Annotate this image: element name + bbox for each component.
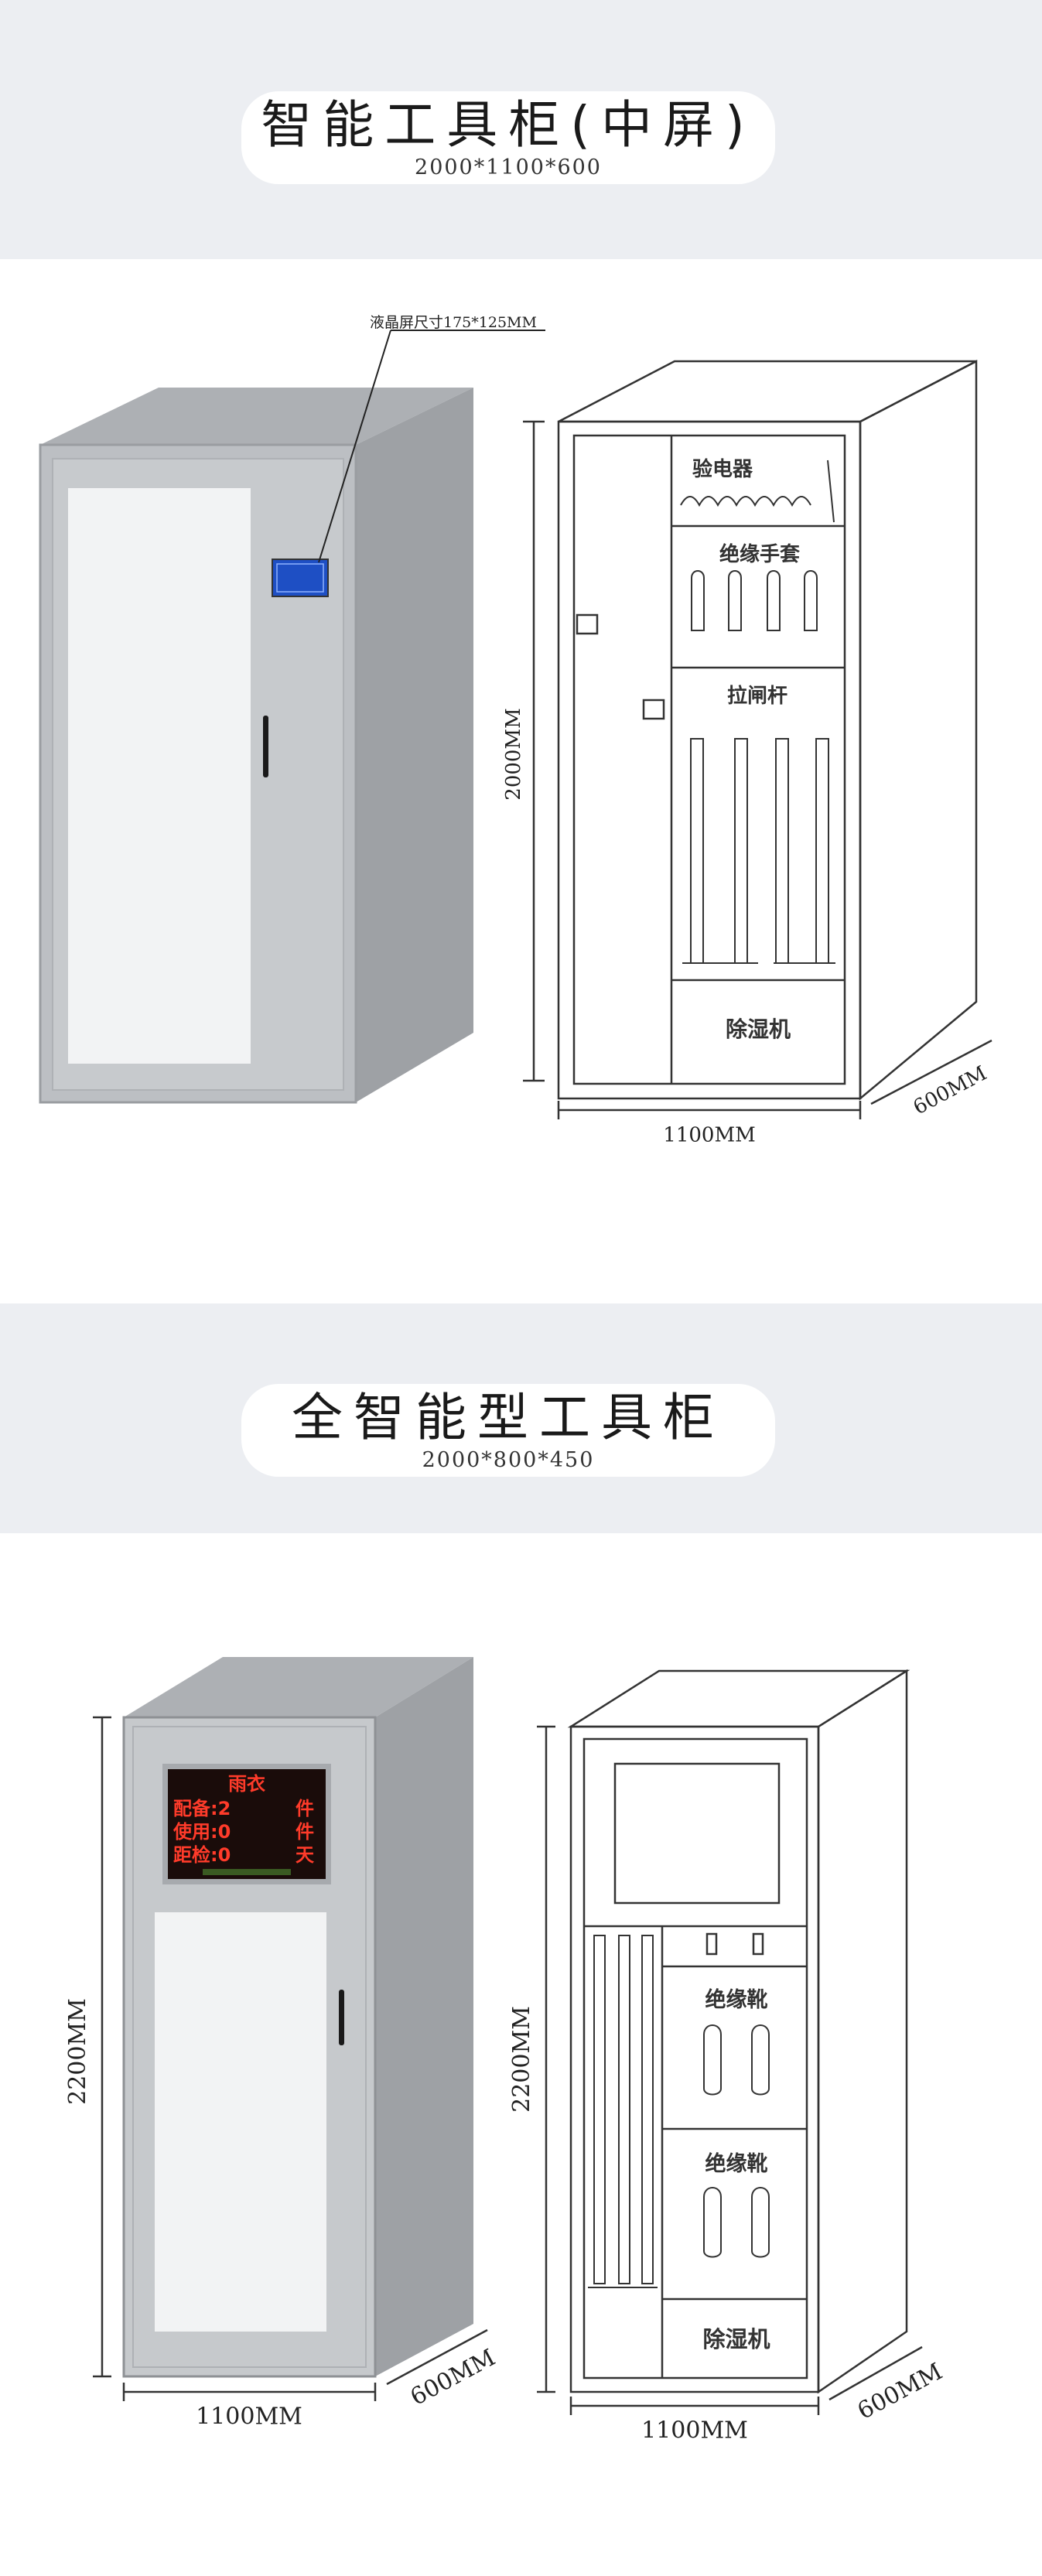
- led-unit-3: 天: [296, 1844, 314, 1866]
- cabinet-handle: [339, 1990, 344, 2045]
- boots-icon-1: [703, 2024, 770, 2096]
- section2-size: 2000*800*450: [422, 1448, 595, 1472]
- boots-icon-2: [703, 2187, 770, 2258]
- outline-side: [859, 359, 978, 1101]
- section1-cabinet-line-drawing: [523, 359, 992, 1119]
- width-label: 1100MM: [663, 1123, 755, 1146]
- led-line-3: 距检:0: [173, 1844, 231, 1866]
- gloves-icon: [691, 570, 818, 631]
- led-unit-2: 件: [296, 1821, 314, 1843]
- section1-title-pill: 智能工具柜(中屏) 2000*1100*600: [241, 91, 775, 184]
- section2-title-pill: 全智能型工具柜 2000*800*450: [241, 1384, 775, 1477]
- lcd-screen-grid: [276, 563, 324, 593]
- height-label: 2000MM: [502, 708, 525, 800]
- led-line-1: 配备:2: [173, 1798, 231, 1819]
- cabinet-glass-panel: [155, 1912, 326, 2332]
- led-footer-strip: [203, 1869, 291, 1875]
- led-unit-1: 件: [296, 1798, 314, 1819]
- left-width-label: 1100MM: [196, 2403, 302, 2431]
- outline-front: [569, 1725, 820, 2393]
- section1-diagram: 液晶屏尺寸175*125MM: [39, 314, 992, 1146]
- rods-icon: [588, 1935, 658, 2288]
- section2-cabinet-3d: 雨衣 配备:2 件 使用:0 件 距检:0 天: [122, 1657, 473, 2378]
- left-depth-dim-line: [386, 2328, 488, 2386]
- section2-diagram: 雨衣 配备:2 件 使用:0 件 距检:0 天 2200MM 1100MM 60…: [64, 1657, 947, 2444]
- voltage-detector-icon: [680, 496, 811, 507]
- section1-cabinet-3d: 液晶屏尺寸175*125MM: [39, 314, 545, 1104]
- cabinet-side-face: [375, 1657, 473, 2376]
- outline-front: [557, 420, 862, 1100]
- outline-door: [572, 434, 846, 1085]
- led-display: [168, 1769, 326, 1879]
- section2-title: 全智能型工具柜: [292, 1388, 725, 1447]
- door-latch-1: [576, 613, 599, 635]
- led-title: 雨衣: [228, 1773, 265, 1795]
- cabinet-top-face: [40, 388, 473, 445]
- section1-size: 2000*1100*600: [415, 155, 602, 179]
- compartment-dehumidifier: 除湿机: [726, 1016, 791, 1042]
- led-line-2: 使用:0: [173, 1821, 231, 1843]
- compartment-gloves: 绝缘手套: [719, 542, 801, 566]
- pull-rods-icon: [682, 738, 835, 964]
- cabinet-top-face: [124, 1657, 473, 1717]
- door-latch-2: [642, 699, 665, 720]
- compartment-dehumidifier: 除湿机: [702, 2326, 770, 2352]
- compartment-pull-rod: 拉闸杆: [727, 684, 787, 708]
- cabinet-handle: [263, 716, 268, 777]
- screen-frame: [613, 1762, 781, 1905]
- screen-leader-line: [318, 330, 391, 563]
- screen-size-label: 液晶屏尺寸175*125MM: [370, 314, 537, 331]
- compartment-voltage-detector: 验电器: [692, 457, 753, 481]
- section2-cabinet-line-drawing: [537, 1669, 923, 2415]
- outline-door: [582, 1737, 808, 2380]
- depth-dim-line: [870, 1039, 992, 1105]
- left-height-label: 2200MM: [64, 1998, 91, 2105]
- right-height-label: 2200MM: [508, 2006, 535, 2113]
- cabinet-inner-frame: [132, 1726, 367, 2368]
- section1-title: 智能工具柜(中屏): [261, 95, 756, 155]
- outline-top: [567, 1669, 910, 1728]
- depth-label: 600MM: [910, 1062, 991, 1120]
- left-depth-label: 600MM: [406, 2344, 500, 2411]
- lcd-screen: [272, 559, 329, 597]
- outline-top: [558, 360, 977, 423]
- right-depth-dim-line: [828, 2345, 923, 2401]
- right-depth-label: 600MM: [853, 2358, 947, 2425]
- outline-side: [817, 1669, 908, 2394]
- cabinet-side-face: [356, 388, 473, 1102]
- right-width-label: 1100MM: [641, 2417, 748, 2444]
- compartment-boots-1: 绝缘靴: [705, 1987, 768, 2012]
- cabinet-glass-panel: [68, 488, 251, 1064]
- compartment-boots-2: 绝缘靴: [705, 2151, 768, 2176]
